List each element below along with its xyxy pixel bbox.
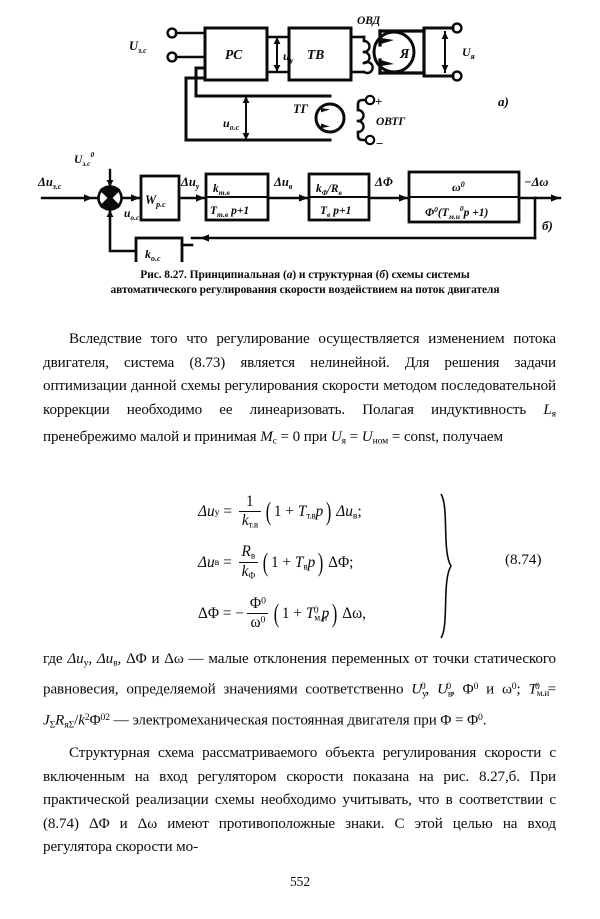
label-uy-a: uу <box>283 49 294 65</box>
label-uzs-a: Uз.с <box>129 39 147 55</box>
ovtg-minus-terminal <box>364 134 376 146</box>
label-rs: РС <box>225 47 243 62</box>
label-tv-den: Tв p+1 <box>320 205 351 219</box>
rs-block-outline <box>203 26 269 82</box>
label-ovtg: ОВТГ <box>376 116 405 128</box>
label-part-b: б) <box>542 218 553 233</box>
label-ua: Uя <box>462 45 475 61</box>
paragraph-2: где Δuу, Δuв, ΔΦ и Δω — малые отклонения… <box>43 651 557 731</box>
label-ovd: ОВД <box>357 15 381 27</box>
page-number: 552 <box>289 874 311 889</box>
label-omega0: ω0 <box>452 180 465 194</box>
label-part-a: а) <box>498 94 509 109</box>
label-uos-a: uо.с <box>223 116 240 132</box>
label-kphi-rv: kΦ/Rв <box>316 183 343 197</box>
label-domega-out: −Δω <box>524 175 548 189</box>
figure-caption: Рис. 8.27. Принципиальная (а) и структур… <box>55 268 555 298</box>
label-tv: ТВ <box>307 47 324 62</box>
fraction-rv-over-kphi: Rв kΦ <box>238 543 259 581</box>
paragraph-1: Вследствие того что регулирование осущес… <box>43 331 556 447</box>
label-uzs-ref: Uз.с0 <box>74 150 94 168</box>
figure-caption-prefix: Рис. 8.27. <box>140 269 187 281</box>
paragraph-3: Структурная схема рассматриваемого объек… <box>43 745 556 856</box>
ovtg-plus-terminal <box>364 94 376 106</box>
figure-8-27: Uз.с РС ТВ uу ОВД Я Uя ТГ ОВТГ uо.с + − … <box>0 0 600 262</box>
equation-number: (8.74) <box>505 552 542 568</box>
label-ya: Я <box>399 46 410 61</box>
label-ktv-den: Tт.в p+1 <box>210 205 249 219</box>
figure-svg: Uз.с РС ТВ uу ОВД Я Uя ТГ ОВТГ uо.с + − … <box>37 15 562 262</box>
label-duy: Δuу <box>180 175 200 191</box>
fraction-phi0-over-omega0: Φ0 ω0 <box>247 595 269 631</box>
label-wrs: Wр.с <box>145 193 166 209</box>
label-uos-b: uо.с <box>124 208 140 222</box>
label-plus-terminal: + <box>375 94 382 109</box>
label-minus-terminal: − <box>376 136 383 151</box>
label-tg: ТГ <box>293 102 309 116</box>
label-kos: kо.с <box>145 247 161 262</box>
tv-block-outline <box>287 26 353 82</box>
equation-brace <box>440 493 452 639</box>
fraction-1-over-ktv: 1 kт.в <box>238 493 261 530</box>
label-motor-den: Φ0(Tм.и0p +1) <box>425 204 489 221</box>
label-dphi: ΔΦ <box>374 175 393 189</box>
label-duzs: Δuз.с <box>37 175 62 191</box>
figure-caption-line1: Принципиальная (а) и структурная (б) схе… <box>186 269 470 281</box>
label-ktv-num: kт.в <box>213 183 231 197</box>
label-duv: Δuв <box>273 175 293 191</box>
figure-caption-line2: автоматического регулирования скорости в… <box>110 284 500 297</box>
tacho-circle <box>314 102 346 134</box>
